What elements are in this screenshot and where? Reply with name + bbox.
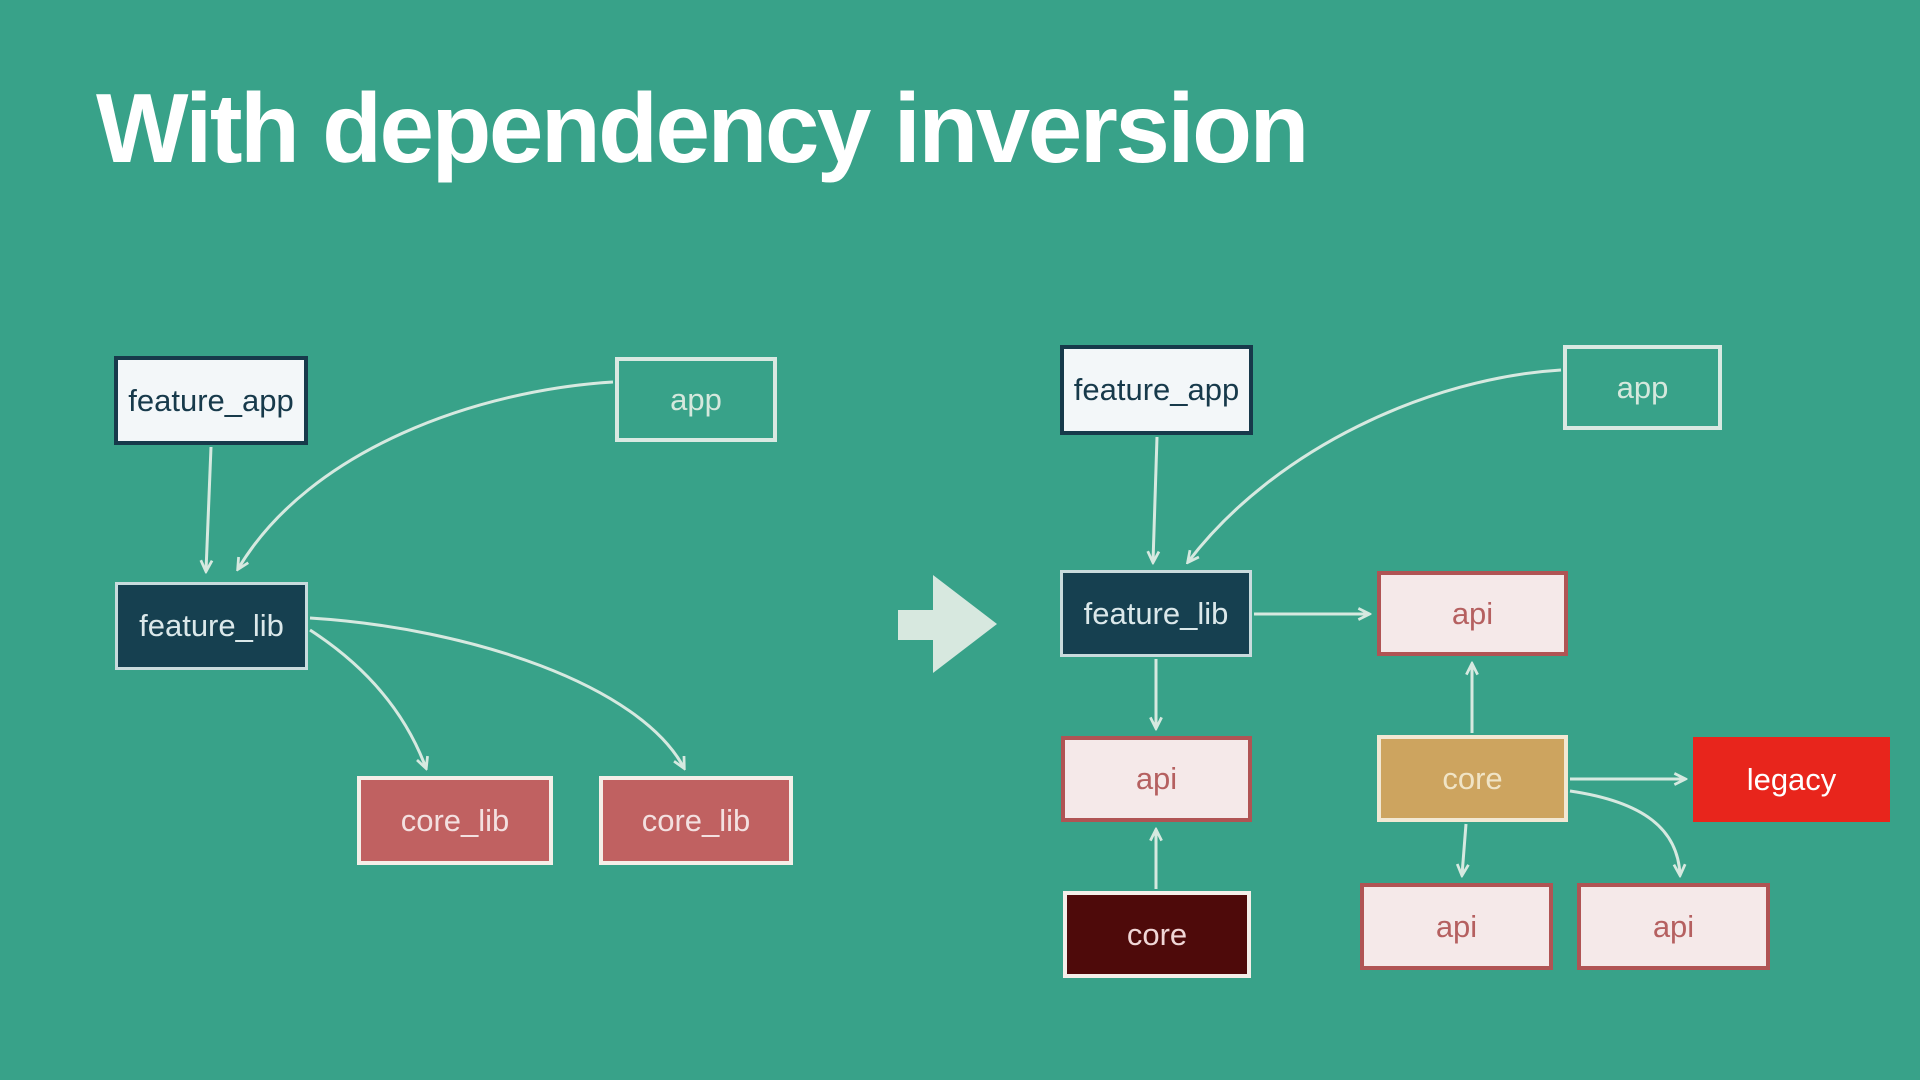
node-right-api-bot-a: api	[1360, 883, 1553, 970]
edge-right-featureapp-featurelib	[1153, 436, 1157, 562]
node-label: core_lib	[641, 802, 751, 838]
node-right-core-impl: core	[1063, 891, 1251, 978]
edge-right-core-api-bot-b	[1569, 789, 1680, 875]
edge-left-featurelib-corelib-b	[309, 616, 684, 768]
node-label: api	[1451, 595, 1494, 631]
node-right-api-bot-b: api	[1577, 883, 1770, 970]
node-left-app: app	[615, 357, 777, 442]
node-label: app	[670, 381, 722, 417]
node-label: app	[1616, 369, 1669, 405]
big-right-arrow-icon	[898, 575, 997, 673]
node-right-api-mid: api	[1061, 736, 1252, 822]
node-right-feature-app: feature_app	[1060, 345, 1253, 435]
node-label: feature_app	[128, 382, 294, 418]
node-left-core-lib-b: core_lib	[599, 776, 793, 865]
node-left-core-lib-a: core_lib	[357, 776, 553, 865]
node-right-core: core	[1377, 735, 1568, 822]
node-label: core	[1126, 916, 1188, 952]
node-label: api	[1135, 761, 1178, 796]
node-label: legacy	[1746, 761, 1837, 797]
node-right-api-top: api	[1377, 571, 1568, 656]
node-label: feature_lib	[1083, 595, 1229, 631]
node-left-feature-app: feature_app	[114, 356, 308, 445]
edge-right-app-featurelib	[1188, 368, 1562, 562]
node-label: core_lib	[400, 802, 510, 838]
edge-left-featureapp-featurelib	[206, 446, 211, 571]
node-label: feature_lib	[139, 608, 284, 643]
edge-left-app-featurelib	[238, 380, 614, 569]
node-right-legacy: legacy	[1693, 737, 1890, 822]
node-label: api	[1652, 908, 1695, 944]
edge-left-featurelib-corelib-a	[309, 628, 426, 768]
node-label: api	[1435, 908, 1478, 944]
node-right-app: app	[1563, 345, 1722, 430]
node-label: feature_app	[1073, 372, 1240, 407]
edge-right-core-api-bot-a	[1462, 823, 1466, 875]
node-right-feature-lib: feature_lib	[1060, 570, 1252, 657]
slide-title: With dependency inversion	[96, 73, 1309, 183]
node-left-feature-lib: feature_lib	[115, 582, 308, 670]
node-label: core	[1442, 760, 1503, 796]
